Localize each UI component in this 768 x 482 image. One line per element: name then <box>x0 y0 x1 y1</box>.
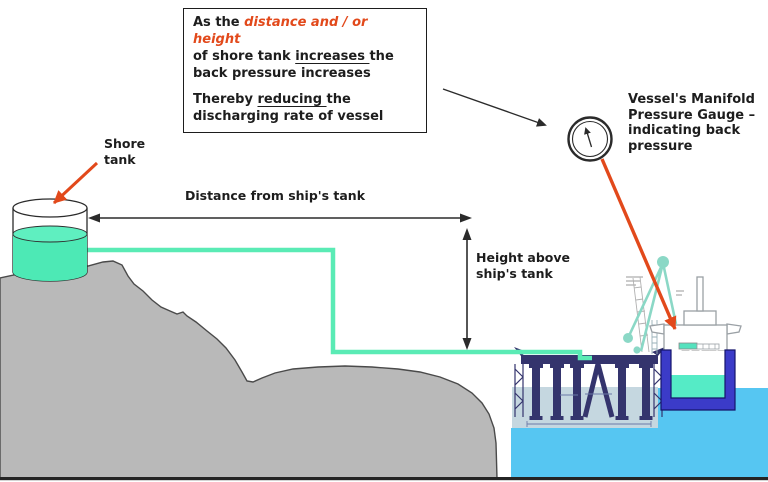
shore-tank-liquid-surface <box>12 225 88 243</box>
note-underlined-text: increases <box>295 49 370 64</box>
discharge-pipe <box>86 247 592 361</box>
note-text: discharging rate of vessel <box>193 109 384 124</box>
jetty-deck-end-right <box>652 347 665 356</box>
shore-landmass <box>0 260 498 479</box>
crane-joint-mid <box>623 333 633 343</box>
manifold-shelf <box>696 343 720 350</box>
crane-lattice <box>632 276 650 353</box>
manifold-block <box>678 342 698 350</box>
vessel-superstructure <box>649 276 742 353</box>
note-text: the <box>326 92 351 107</box>
vessel-drawing <box>623 256 742 411</box>
jetty-a-frame <box>582 363 615 418</box>
height-arrow <box>462 228 472 350</box>
height-label: Height above ship's tank <box>476 250 570 282</box>
note-text: back pressure increases <box>193 66 371 81</box>
shore-tank-label-line1: Shore <box>104 136 146 151</box>
note-text: the <box>369 49 394 64</box>
jetty-piles <box>529 363 653 420</box>
manifold-shelf-ticks <box>702 344 716 349</box>
note-text: Thereby <box>193 92 258 107</box>
bridge-wing-left <box>649 323 665 335</box>
jetty-lattice-left <box>514 364 524 417</box>
note-highlight-text: distance and / or height <box>193 15 368 47</box>
jetty-dimension-line <box>526 393 652 427</box>
note-to-gauge-arrow <box>442 88 547 127</box>
pressure-gauge-icon <box>567 116 613 162</box>
note-paragraph-2: Thereby reducing the discharging rate of… <box>193 91 417 125</box>
note-text: As the <box>193 15 245 30</box>
crane-joint-base <box>633 346 641 354</box>
note-text: of shore tank <box>193 49 296 64</box>
height-label-line1: Height above <box>476 250 570 265</box>
shore-tank-top <box>12 198 88 218</box>
shore-tank-pointer-arrow <box>52 161 99 205</box>
crane-boom <box>626 262 678 352</box>
note-underlined-text: reducing <box>257 92 327 107</box>
shore-tank <box>12 198 88 282</box>
distance-label: Distance from ship's tank <box>184 188 366 203</box>
upper-deck-house <box>683 310 717 326</box>
shore-tank-label: Shore tank <box>104 136 145 168</box>
shore-tank-label-line2: tank <box>104 152 136 167</box>
height-label-line2: ship's tank <box>476 266 553 281</box>
note-paragraph-1: As the distance and / or height of shore… <box>193 14 417 82</box>
gauge-needle <box>584 127 593 148</box>
bridge-wing-right <box>726 323 742 335</box>
slide-bottom-border <box>0 477 768 481</box>
distance-arrow <box>88 213 472 223</box>
crane-joint-top <box>657 256 669 268</box>
gauge-label-line3: indicating back <box>628 123 741 138</box>
vessel-hull <box>660 349 736 411</box>
shore-tank-liquid <box>13 234 87 281</box>
gauge-label-line4: pressure <box>628 138 693 154</box>
gauge-pointer-arrow <box>600 158 677 330</box>
gauge-label-line1: Vessel's Manifold <box>628 92 755 107</box>
vessel-mast <box>696 276 704 312</box>
cargo-tank-liquid <box>671 375 725 398</box>
gauge-label-line2: Pressure Gauge – <box>628 107 756 123</box>
gauge-label: Vessel's Manifold Pressure Gauge – indic… <box>628 92 755 154</box>
note-box: As the distance and / or height of shore… <box>183 8 427 133</box>
